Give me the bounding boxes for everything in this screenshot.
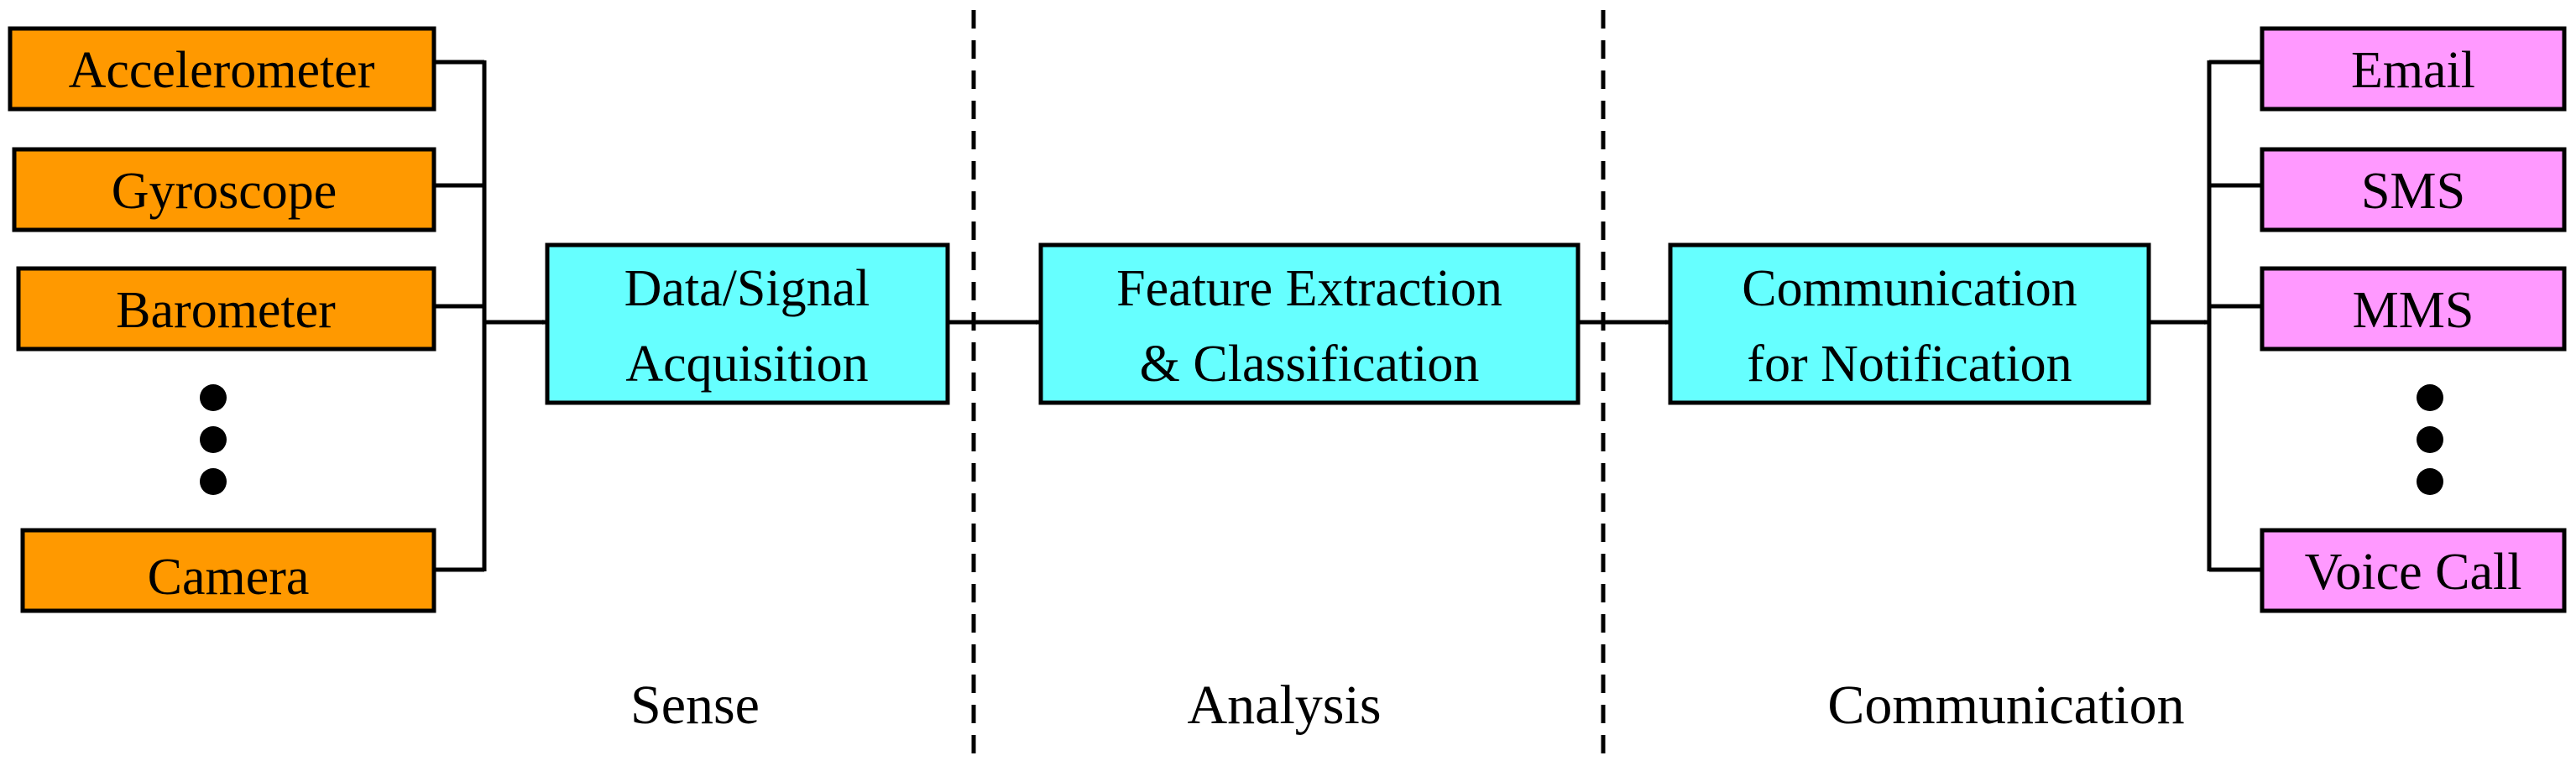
- sensor-accelerometer-label: Accelerometer: [69, 42, 375, 99]
- output-mms-box: [2260, 266, 2567, 352]
- output-sms-box: [2260, 147, 2567, 232]
- output-mms-label: MMS: [2353, 282, 2474, 339]
- stage-label-analysis: Analysis: [1188, 675, 1382, 736]
- output-ellipsis: [2417, 384, 2443, 495]
- sensor-connectors: [434, 60, 487, 572]
- sensor-camera-box: [20, 528, 436, 613]
- ellipsis-dot: [2417, 384, 2443, 411]
- sensor-gyroscope: Gyroscope: [12, 147, 436, 232]
- output-mms: MMS: [2260, 266, 2567, 352]
- output-email-label: Email: [2351, 42, 2475, 99]
- ellipsis-dot: [200, 426, 227, 453]
- process-acquisition-line1: Data/Signal: [624, 260, 870, 317]
- sensor-camera: Camera: [20, 528, 436, 613]
- ellipsis-dot: [200, 468, 227, 495]
- output-voice-call-label: Voice Call: [2305, 544, 2522, 601]
- output-email: Email: [2260, 26, 2567, 112]
- process-acquisition-line2: Acquisition: [625, 336, 868, 393]
- sensor-ellipsis: [200, 384, 227, 495]
- process-communication: Communication for Notification: [1668, 242, 2151, 405]
- output-sms: SMS: [2260, 147, 2567, 232]
- sensor-barometer-box: [16, 266, 436, 352]
- process-feature-line2: & Classification: [1140, 336, 1480, 393]
- sensor-gyroscope-box: [12, 147, 436, 232]
- process-feature: Feature Extraction & Classification: [1038, 242, 1581, 405]
- process-communication-line1: Communication: [1742, 260, 2077, 317]
- process-acquisition-box: [545, 242, 950, 405]
- ellipsis-dot: [2417, 426, 2443, 453]
- stage-label-sense: Sense: [630, 675, 760, 736]
- process-feature-line1: Feature Extraction: [1116, 260, 1502, 317]
- ellipsis-dot: [2417, 468, 2443, 495]
- stage-label-communication: Communication: [1827, 675, 2184, 736]
- sensor-accelerometer-box: [8, 26, 436, 112]
- sensor-barometer: Barometer: [16, 266, 436, 352]
- sensor-camera-label: Camera: [148, 549, 310, 606]
- output-sms-label: SMS: [2361, 163, 2465, 220]
- process-acquisition: Data/Signal Acquisition: [545, 242, 950, 405]
- output-connectors: [2207, 60, 2262, 572]
- sensor-accelerometer: Accelerometer: [8, 26, 436, 112]
- sensor-gyroscope-label: Gyroscope: [112, 163, 337, 220]
- process-communication-line2: for Notification: [1747, 336, 2072, 393]
- output-voice-call-box: [2260, 528, 2567, 613]
- output-email-box: [2260, 26, 2567, 112]
- output-voice-call: Voice Call: [2260, 528, 2567, 613]
- ellipsis-dot: [200, 384, 227, 411]
- sensor-barometer-label: Barometer: [116, 282, 336, 339]
